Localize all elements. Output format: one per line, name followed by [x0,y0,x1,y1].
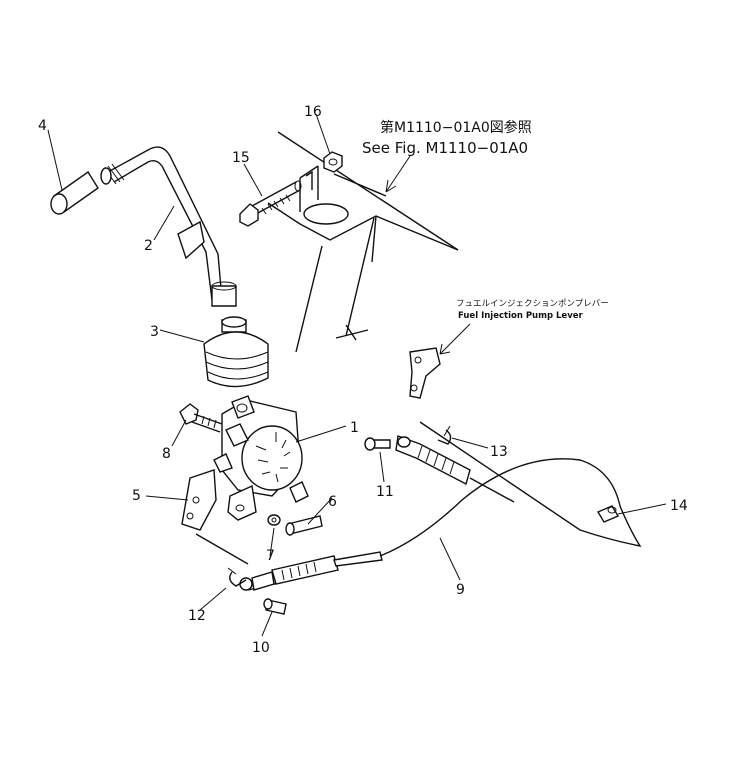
callout-8: 8 [162,446,171,462]
callout-13: 13 [490,444,508,460]
frame-outline [267,131,459,353]
pump-lever [409,323,471,399]
nut-16 [323,151,343,173]
leader-lines [47,113,667,637]
callout-3: 3 [150,324,159,340]
callout-1: 1 [350,420,359,436]
pump-lever-jp: フュエルインジェクションポンプレバー [456,299,609,309]
callout-7: 7 [266,548,275,564]
callout-4: 4 [38,118,47,134]
pin-11 [364,437,391,451]
lever-2 [100,146,237,307]
pin-10 [263,598,287,615]
callout-11: 11 [376,484,394,500]
callout-14: 14 [670,498,688,514]
callout-12: 12 [188,608,206,624]
callout-10: 10 [252,640,270,656]
boot-3 [203,316,269,388]
callout-5: 5 [132,488,141,504]
reference-jp: 第M1110−01A0図参照 [380,119,532,136]
bolt-15 [239,180,302,227]
reference-en: See Fig. M1110−01A0 [362,139,528,157]
cotter-pin-12 [227,567,247,587]
knob-4 [50,171,99,215]
callout-9: 9 [456,582,465,598]
washer-7 [267,514,281,526]
bolt-8 [179,403,223,433]
bolt-6 [285,515,323,536]
cotter-pin-13 [437,425,452,445]
bracket-5 [181,469,249,565]
pump-lever-en: Fuel Injection Pump Lever [458,311,583,321]
callout-2: 2 [144,238,153,254]
mount-bracket [299,165,349,225]
clip-14 [596,505,620,523]
callout-16: 16 [304,104,322,120]
cable-9 [239,421,642,591]
callout-15: 15 [232,150,250,166]
lever-housing-1 [213,395,309,521]
callout-6: 6 [328,494,337,510]
